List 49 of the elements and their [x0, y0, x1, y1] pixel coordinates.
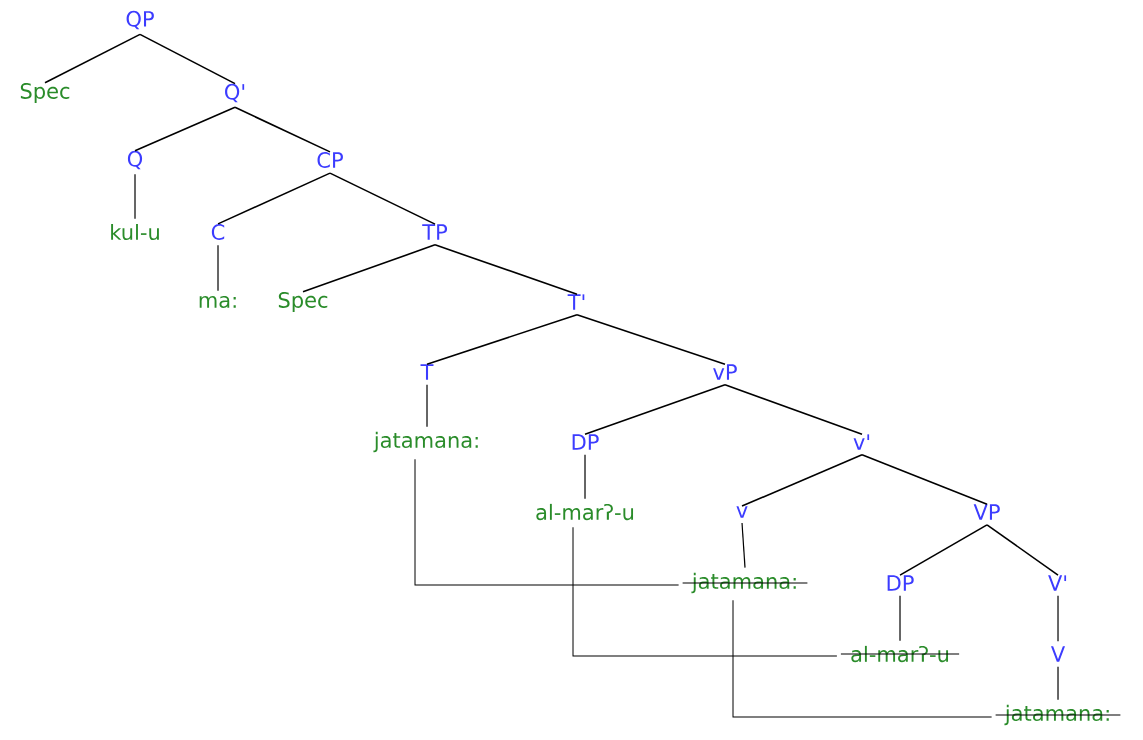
- category-label: C: [211, 224, 225, 240]
- branch-line: [217, 244, 219, 292]
- branch-line: [899, 595, 901, 642]
- category-label: T: [420, 364, 434, 380]
- category-label: vP: [713, 364, 737, 380]
- category-label: Q': [225, 83, 245, 103]
- branch-line: [217, 172, 331, 225]
- category-label: QP: [126, 10, 154, 30]
- branch-line: [134, 173, 136, 220]
- branch-line: [576, 314, 726, 365]
- category-label: Q: [127, 150, 143, 170]
- category-label: V': [1048, 575, 1067, 591]
- category-label: V: [1051, 646, 1065, 662]
- movement-line: [572, 526, 838, 657]
- branch-line: [1057, 666, 1059, 701]
- word-label: jatamana:: [373, 431, 478, 453]
- branch-line: [329, 172, 436, 225]
- category-label: TP: [422, 224, 448, 240]
- word-label: al-marʔ-u: [536, 503, 634, 521]
- branch-line: [861, 454, 988, 505]
- word-label: kul-u: [111, 223, 159, 241]
- branch-line: [302, 244, 436, 293]
- branch-line: [426, 314, 578, 365]
- movement-line: [732, 599, 993, 718]
- branch-line: [741, 454, 863, 507]
- category-label: v: [736, 506, 748, 518]
- category-label: v': [853, 434, 870, 450]
- word-label: Spec: [278, 292, 328, 312]
- branch-line: [741, 522, 746, 569]
- category-label: CP: [317, 152, 343, 168]
- category-label: T': [567, 294, 585, 310]
- branch-line: [1057, 595, 1059, 642]
- branch-line: [434, 244, 578, 295]
- branch-line: [134, 106, 236, 152]
- branch-line: [234, 106, 331, 153]
- branch-line: [899, 524, 988, 576]
- category-label: DP: [887, 575, 914, 591]
- branch-line: [724, 384, 863, 435]
- word-label: Spec: [20, 83, 70, 103]
- category-label: VP: [973, 504, 1000, 520]
- branch-line: [584, 384, 726, 435]
- word-label: ma:: [199, 295, 236, 309]
- branch-line: [426, 384, 428, 428]
- category-label: DP: [572, 434, 599, 450]
- movement-line: [414, 458, 680, 586]
- branch-line: [986, 524, 1059, 576]
- branch-line: [584, 454, 586, 500]
- branch-line: [44, 33, 141, 84]
- branch-line: [139, 33, 236, 85]
